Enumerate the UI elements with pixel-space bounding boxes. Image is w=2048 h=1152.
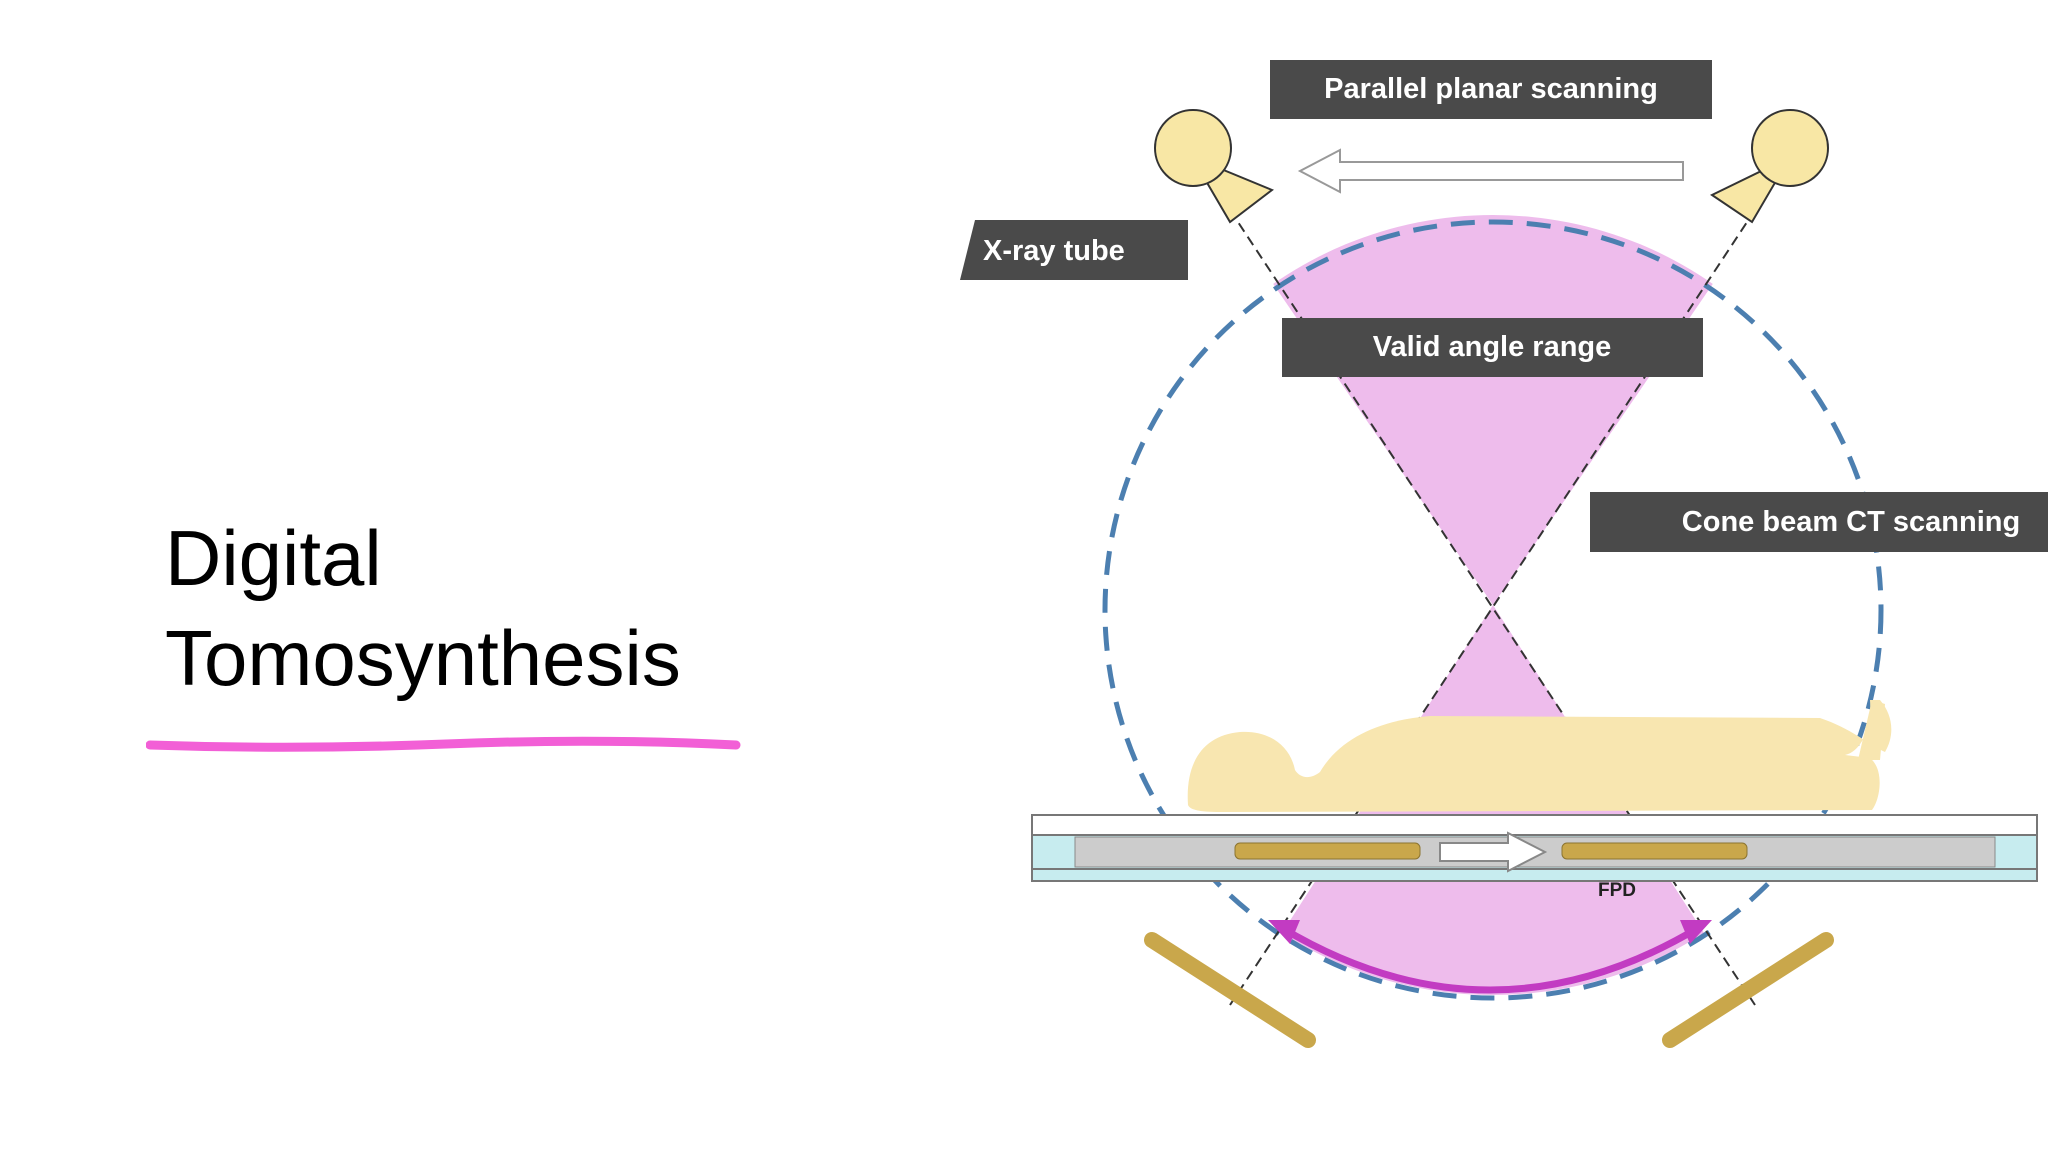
- cone-beam-circle: [1102, 219, 1884, 1001]
- scanner-table: [1031, 814, 2038, 882]
- valid-angle-range-text: Valid angle range: [1373, 331, 1612, 363]
- double-arrow-arc-icon: [1268, 920, 1712, 994]
- arrow-left-icon: [1297, 148, 1684, 194]
- xray-tube-text: X-ray tube: [983, 235, 1125, 267]
- detector-bottom-right: [1662, 932, 1834, 1048]
- arrow-right-icon: [1439, 831, 1548, 873]
- valid-angle-beam-bottom: [1226, 605, 1760, 995]
- valid-angle-range-label: Valid angle range: [1282, 318, 1703, 377]
- fpd-label: FPD: [1598, 880, 1636, 901]
- cone-beam-ct-scanning-text: Cone beam CT scanning: [1682, 506, 2020, 538]
- slide-title-line-2: Tomosynthesis: [165, 614, 681, 702]
- xray-tube-label: X-ray tube: [960, 220, 1188, 280]
- slide-title: Digital Tomosynthesis: [165, 508, 681, 708]
- xray-tube-icon: [1154, 109, 1274, 224]
- cone-beam-ct-scanning-label: Cone beam CT scanning: [1590, 492, 2048, 552]
- detector-right: [1561, 842, 1748, 860]
- detector-bottom-left: [1144, 932, 1316, 1048]
- patient-silhouette-icon: [1187, 700, 1892, 812]
- parallel-planar-scanning-text: Parallel planar scanning: [1324, 73, 1658, 105]
- xray-tube-right-icon: [1710, 109, 1829, 224]
- detector-left: [1234, 842, 1421, 860]
- valid-angle-beam-top: [1226, 215, 1760, 605]
- slide-title-line-1: Digital: [165, 514, 382, 602]
- title-underline: [146, 736, 741, 752]
- parallel-planar-scanning-label: Parallel planar scanning: [1270, 60, 1712, 119]
